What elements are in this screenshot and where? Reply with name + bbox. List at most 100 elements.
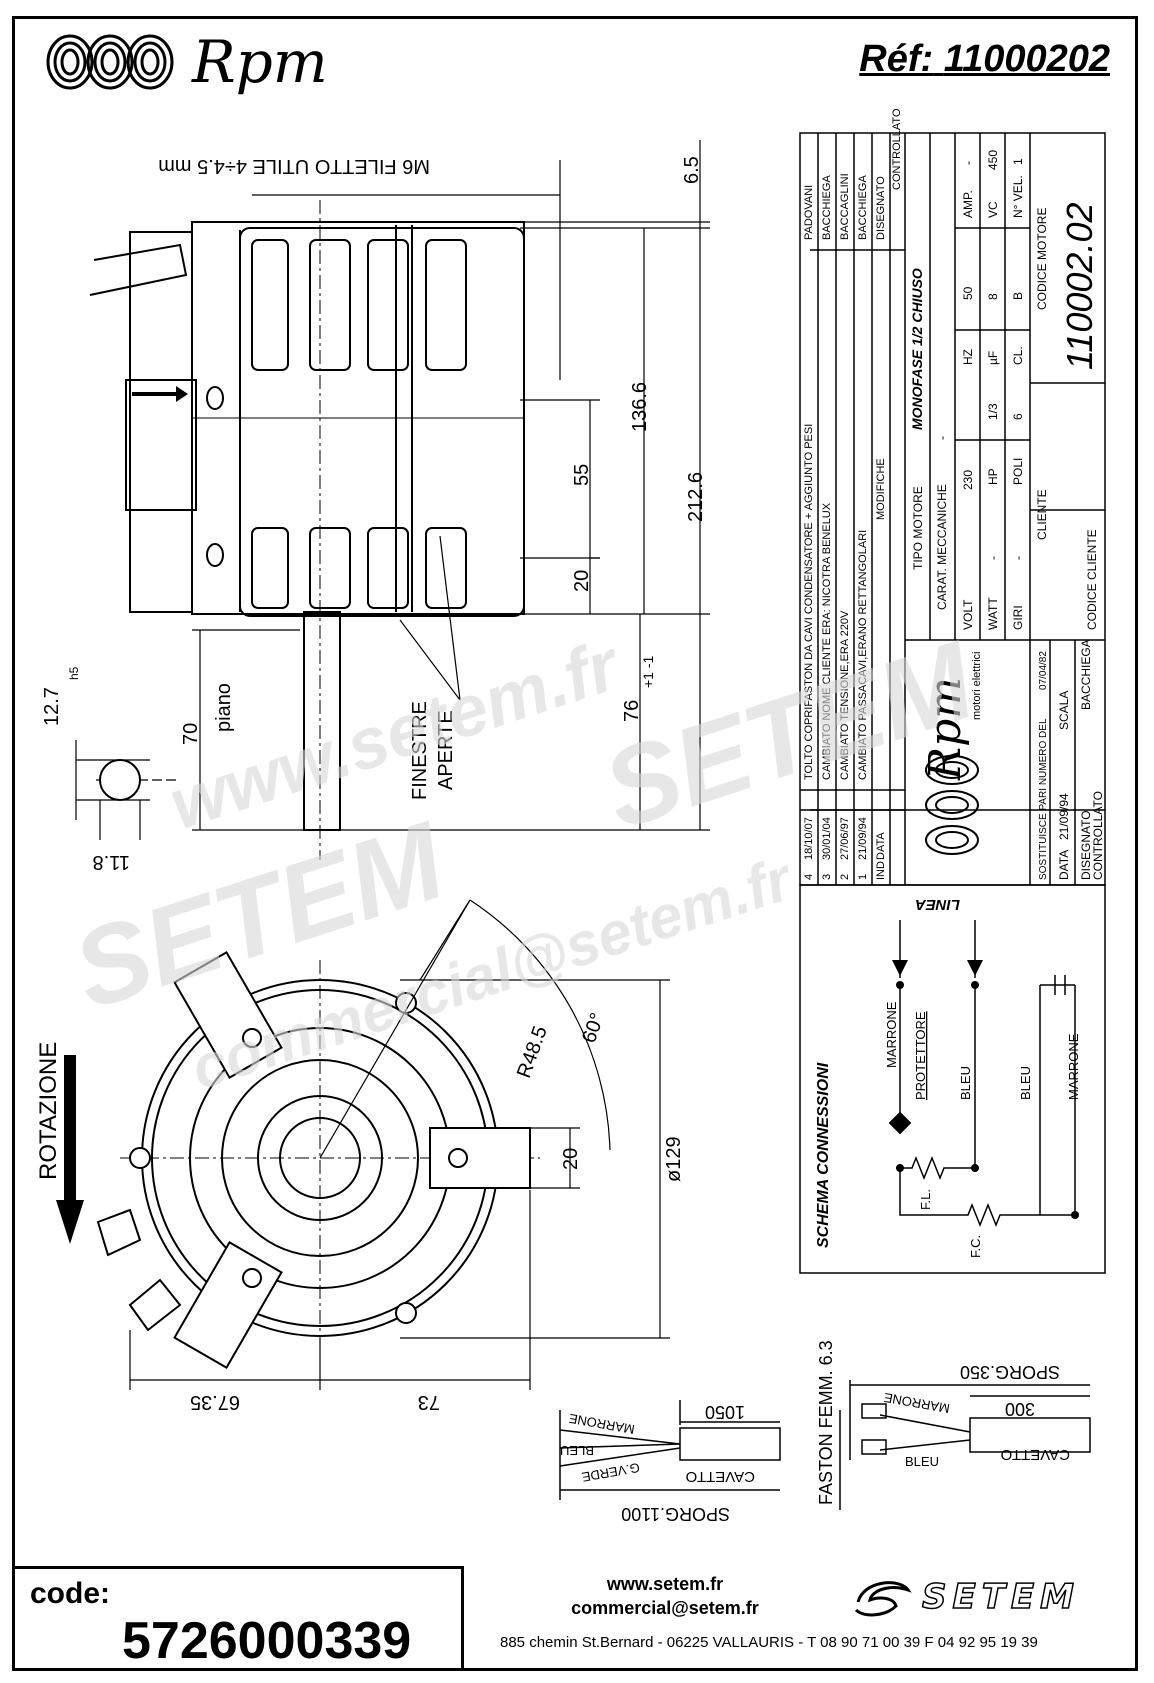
schema-labels: SCHEMA CONNESSIONI LINEA MARRONE PROTETT…	[815, 896, 1081, 1258]
rev-3-ind: 3	[821, 874, 833, 880]
wiring-schema	[799, 884, 1106, 1274]
rev-4-modifiche: TOLTO COPRIFASTON DA CAVI CONDENSATORE +…	[803, 424, 815, 780]
disegnato-label: DISEGNATO	[1079, 810, 1093, 880]
linea-arrow-icon	[892, 960, 908, 976]
thread-note: M6 FILETTO UTILE 4÷4.5 mm	[158, 155, 430, 177]
cable-labels-right: FASTON FEMM. 6.3 SPORG.350 300 CAVETTO M…	[816, 1340, 1070, 1505]
cavetto-label: CAVETTO	[686, 1468, 755, 1485]
data-label: DATA	[1057, 850, 1071, 880]
rpm-logo: Rpm	[40, 28, 328, 96]
rev-2-disegnato: BACCAGLINI	[839, 173, 851, 240]
rotazione-label: ROTAZIONE	[35, 1042, 62, 1180]
uf-value: 8	[986, 293, 1000, 300]
protector-icon	[888, 1111, 912, 1135]
volt-label: VOLT	[961, 599, 975, 630]
website-link[interactable]: www.setem.fr	[606, 1574, 724, 1594]
rev-3-modifiche: CAMBIATO NOME CLIENTE ERA: NICOTRA BENEL…	[821, 502, 833, 780]
length-300-label: 300	[1005, 1399, 1035, 1419]
address: 885 chemin St.Bernard - 06225 VALLAURIS …	[500, 1634, 1038, 1651]
dim-20-side: 20	[571, 570, 593, 592]
piano-label: piano	[213, 683, 235, 732]
rev-2-ind: 2	[839, 874, 851, 880]
sporg-1100-label: SPORG.1100	[621, 1504, 730, 1524]
terminal-dot	[896, 1164, 904, 1172]
faston-label: FASTON FEMM. 6.3	[816, 1340, 836, 1505]
setem-swirl-icon	[854, 1581, 912, 1617]
dim-6-5: 6.5	[681, 156, 703, 184]
hz-label: HZ	[961, 349, 975, 365]
dim-angle: 60°	[578, 1010, 609, 1046]
ref-label: Réf:	[859, 38, 934, 80]
revision-table: 4 18/10/07 TOLTO COPRIFASTON DA CAVI CON…	[803, 108, 903, 880]
title-coil-logo-icon	[925, 755, 979, 855]
cl-label: CL.	[1011, 346, 1025, 365]
dim-12-7-tolerance: h5	[67, 666, 81, 680]
rev-1-data: 21/09/94	[857, 817, 869, 860]
linea-label: LINEA	[915, 896, 960, 913]
front-dimension-lines	[129, 899, 670, 1390]
watt-label: WATT	[986, 597, 1000, 630]
poli-label: POLI	[1011, 458, 1025, 485]
terminal-dot	[971, 1164, 979, 1172]
side-dimension-labels: M6 FILETTO UTILE 4÷4.5 mm 6.5 136.6 212.…	[41, 155, 707, 873]
volt-value: 230	[961, 470, 975, 490]
terminal-dot	[896, 981, 904, 989]
uf-label: µF	[986, 351, 1000, 365]
fc-label: F.C.	[968, 1235, 983, 1258]
cable-detail-left	[559, 1400, 781, 1500]
brand-name: Rpm	[192, 28, 328, 96]
code-label: code:	[30, 1577, 111, 1610]
data-value: 21/09/94	[1057, 793, 1071, 840]
email-link[interactable]: commercial@setem.fr	[571, 1598, 759, 1618]
marrone-right-label: MARRONE	[882, 1390, 950, 1416]
rev-header-data: DATA	[875, 832, 887, 860]
dim-11-8: 11.8	[93, 851, 130, 873]
dim-73: 73	[418, 1391, 440, 1413]
gverde-wire-label: G.VERDE	[580, 1460, 641, 1485]
rev-header-controllato: CONTROLLATO	[891, 108, 903, 190]
carat-value: -	[935, 436, 949, 440]
codice-cliente-label: CODICE CLIENTE	[1085, 529, 1099, 630]
side-dimension-lines	[75, 140, 710, 840]
rev-4-ind: 4	[803, 874, 815, 880]
controllato-label: CONTROLLATO	[1091, 791, 1105, 880]
coil-logo-icon	[46, 34, 174, 90]
terminal-dot	[1071, 1211, 1079, 1219]
cable-labels-left: 1050 CAVETTO MARRONE BLEU G.VERDE SPORG.…	[560, 1402, 755, 1524]
cable-detail-right	[839, 1380, 1091, 1510]
codice-motore-label: CODICE MOTORE	[1035, 208, 1049, 310]
tipo-motore-label: TIPO MOTORE	[911, 486, 925, 570]
dim-76: 76	[621, 700, 643, 722]
motor-side-view	[89, 200, 525, 860]
bleu-label: BLEU	[958, 1066, 973, 1100]
rev-header-ind: IND	[875, 861, 887, 880]
hp-label: HP	[986, 468, 1000, 485]
schema-title: SCHEMA CONNESSIONI	[815, 1062, 832, 1248]
vc-label: VC	[986, 201, 1000, 218]
marrone-label: MARRONE	[884, 1001, 899, 1068]
shaft-section-icon	[99, 759, 141, 801]
finestre-label: FINESTRE	[409, 701, 431, 800]
dim-136-6: 136.6	[629, 382, 651, 432]
sostituisce-label: SOSTITUISCE PARI NUMERO DEL	[1038, 718, 1049, 880]
watt-value: -	[986, 556, 1000, 560]
drawing-frame	[12, 16, 1138, 1671]
scala-label: SCALA	[1057, 691, 1071, 730]
rev-1-modifiche: CAMBIATO PASSACAVI,ERANO RETTANGOLARI	[857, 530, 869, 780]
contact-block: www.setem.fr commercial@setem.fr	[520, 1572, 810, 1620]
amp-label: AMP.	[961, 190, 975, 218]
watermark-setem-2: SETEM	[589, 618, 990, 853]
terminal-dot	[971, 981, 979, 989]
ref-number: 11000202	[943, 38, 1110, 80]
rev-1-ind: 1	[857, 874, 869, 880]
cl-value: B	[1011, 292, 1025, 300]
poli-value: 6	[1011, 413, 1025, 420]
rotation-arrow-icon	[56, 1200, 84, 1244]
marrone-label-2: MARRONE	[1066, 1033, 1081, 1100]
code-value: 5726000339	[122, 1612, 412, 1670]
rev-2-modifiche: CAMBIATO TENSIONE,ERA 220V	[839, 610, 851, 780]
rev-3-disegnato: BACCHIEGA	[821, 175, 833, 240]
setem-logo: SETEM	[850, 1572, 1080, 1622]
dim-212-6: 212.6	[685, 472, 707, 522]
